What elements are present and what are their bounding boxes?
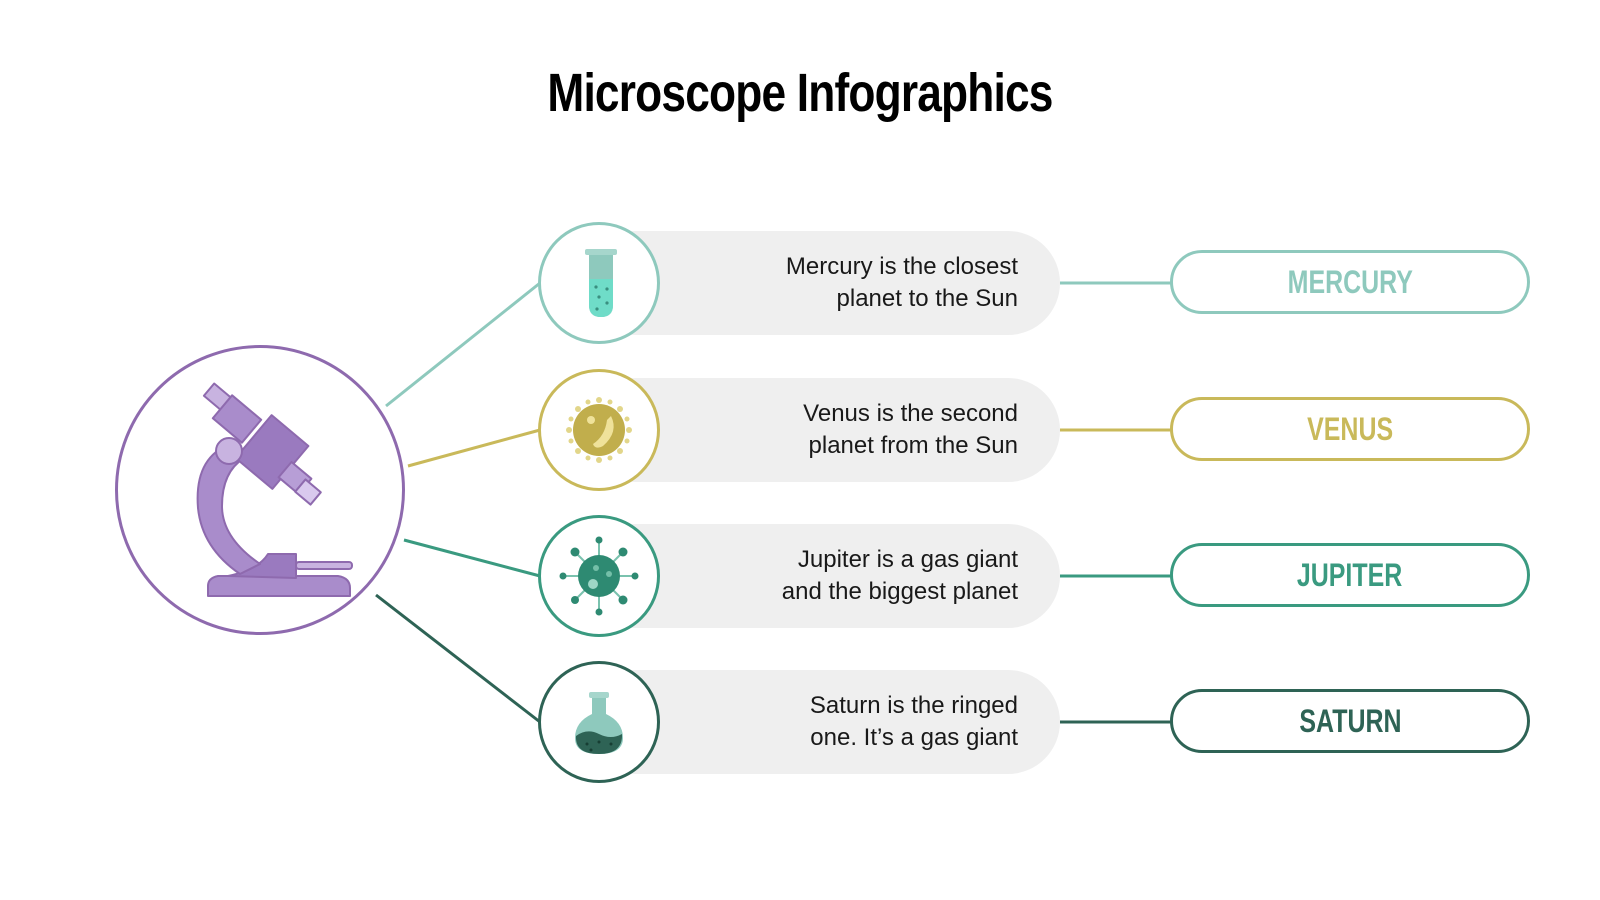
connector-saturn-left xyxy=(375,593,541,724)
description-line: Jupiter is a gas giant xyxy=(797,546,1018,573)
page-title: Microscope Infographics xyxy=(547,63,1053,123)
description-mercury: Mercury is the closest planet to the Sun xyxy=(688,251,1018,315)
flask-icon xyxy=(575,692,623,754)
label-text-venus: VENUS xyxy=(1307,410,1393,447)
test-tube-icon xyxy=(585,249,617,317)
label-mercury: MERCURY xyxy=(1170,250,1530,314)
description-line: and the biggest planet xyxy=(781,578,1018,605)
virus-icon xyxy=(559,536,639,616)
label-text-mercury: MERCURY xyxy=(1287,263,1413,300)
description-line: planet from the Sun xyxy=(808,432,1018,459)
connector-jupiter-left xyxy=(403,538,541,578)
description-saturn: Saturn is the ringed one. It’s a gas gia… xyxy=(688,690,1018,754)
description-line: Mercury is the closest xyxy=(785,253,1018,280)
icon-circle-mercury xyxy=(538,222,660,344)
icon-circle-jupiter xyxy=(538,515,660,637)
microscope-icon xyxy=(196,382,353,597)
description-venus: Venus is the second planet from the Sun xyxy=(688,398,1018,462)
description-pill-saturn: Saturn is the ringed one. It’s a gas gia… xyxy=(585,670,1060,774)
connector-venus-left xyxy=(407,428,541,468)
description-line: one. It’s a gas giant xyxy=(810,724,1018,751)
icon-circle-saturn xyxy=(538,661,660,783)
label-text-jupiter: JUPITER xyxy=(1297,556,1403,593)
description-pill-mercury: Mercury is the closest planet to the Sun xyxy=(585,231,1060,335)
bacteria-icon xyxy=(566,397,632,463)
connector-mercury-left xyxy=(385,281,541,408)
description-line: Saturn is the ringed xyxy=(809,692,1018,719)
label-text-saturn: SATURN xyxy=(1298,702,1402,739)
description-pill-jupiter: Jupiter is a gas giant and the biggest p… xyxy=(585,524,1060,628)
label-saturn: SATURN xyxy=(1170,689,1530,753)
label-jupiter: JUPITER xyxy=(1170,543,1530,607)
description-line: Venus is the second xyxy=(803,400,1018,427)
label-venus: VENUS xyxy=(1170,397,1530,461)
description-pill-venus: Venus is the second planet from the Sun xyxy=(585,378,1060,482)
icon-circle-venus xyxy=(538,369,660,491)
description-line: planet to the Sun xyxy=(836,285,1018,312)
microscope-hub xyxy=(115,345,405,635)
description-jupiter: Jupiter is a gas giant and the biggest p… xyxy=(688,544,1018,608)
